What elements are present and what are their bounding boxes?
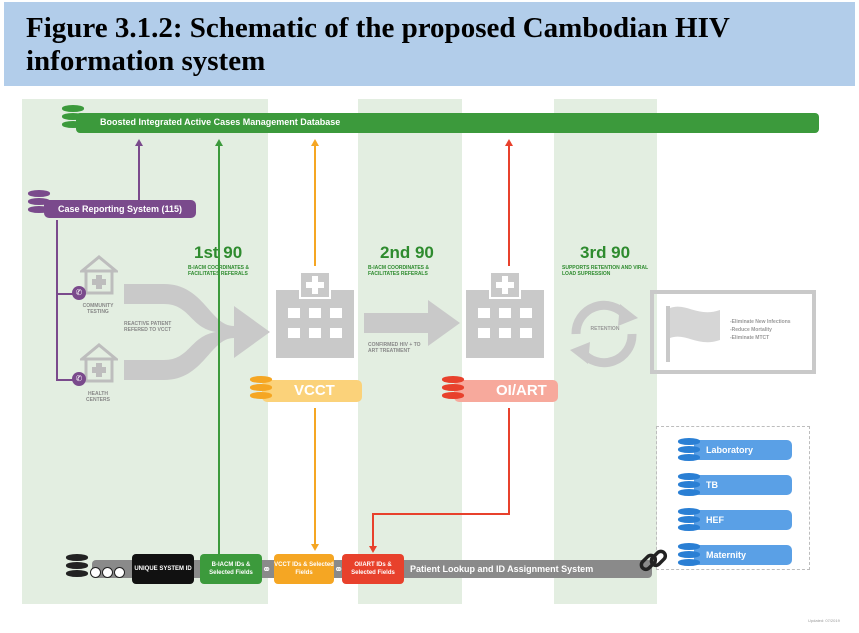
flag-icon [662,302,724,364]
hospital-icon [272,268,358,360]
oiart-bar [454,380,558,402]
cycle-icon [566,296,642,372]
purple-connector [56,293,78,295]
arrow-icon [311,139,319,146]
ring-icon [102,567,113,578]
chain-link-icon: ⚭ [262,564,272,576]
vcct-label: VCCT [294,382,335,399]
arrow-icon [124,276,270,386]
biacm-id-box: B-IACM IDs & Selected Fields [200,554,262,584]
orange-connector [314,146,316,266]
goals-box [650,290,816,374]
second-90-note: B-IACM COORDINATES & FACILITATES REFERAL… [368,265,430,277]
retention-label: RETENTION [590,326,620,332]
database-icon [66,554,88,578]
service-tb-label: TB [706,480,718,490]
figure-title: Figure 3.1.2: Schematic of the proposed … [26,12,730,77]
phone-icon: ✆ [72,372,86,386]
hospital-icon [462,268,548,360]
band-left [22,99,268,604]
database-icon [678,473,700,497]
database-icon [678,508,700,532]
lookup-label: Patient Lookup and ID Assignment System [410,564,594,574]
ring-icon [90,567,101,578]
database-icon [442,376,464,400]
vcct-bar [262,380,362,402]
red-connector [372,513,510,515]
goals-list: -Eliminate New Infections -Reduce Mortal… [730,318,791,342]
purple-connector [138,145,140,200]
first-90-note: B-IACM COORDINATES & FACILITATES REFERAL… [188,265,250,277]
database-icon [678,543,700,567]
red-connector [372,513,374,549]
database-icon [678,438,700,462]
goal-item: -Reduce Mortality [730,327,772,333]
red-connector [508,408,510,514]
service-tb [694,475,792,495]
red-connector [508,146,510,266]
updated-note: Updated: 07/2019 [808,618,840,623]
clinic-icon [77,343,121,383]
goal-item: -Eliminate New Infections [730,319,791,325]
service-maternity [694,545,792,565]
main-database-label: Boosted Integrated Active Cases Manageme… [100,117,341,127]
reactive-patient-label: REACTIVE PATIENT REFERED TO VCCT [124,321,188,333]
purple-connector [56,379,78,381]
arrow-icon [369,546,377,553]
case-reporting-bar [44,200,196,218]
arrow-icon [364,300,460,346]
health-centers-label: HEALTH CENTERS [86,391,110,403]
database-icon [28,190,50,214]
band-second [358,99,462,604]
arrow-icon [135,139,143,146]
service-maternity-label: Maternity [706,550,747,560]
oiart-id-box: OI/ART IDs & Selected Fields [342,554,404,584]
goal-item: -Eliminate MTCT [730,335,770,341]
arrow-icon [215,139,223,146]
service-laboratory [694,440,792,460]
ring-icon [114,567,125,578]
title-bar [4,2,855,86]
band-third [554,99,657,604]
vcct-id-box: VCCT IDs & Selected Fields [274,554,334,584]
orange-connector [314,408,316,548]
database-icon [250,376,272,400]
second-90-heading: 2nd 90 [380,243,434,262]
purple-connector [56,220,58,380]
arrow-icon [311,544,319,551]
services-box [656,426,810,570]
clinic-icon [77,255,121,295]
main-database-bar [76,113,819,133]
case-reporting-label: Case Reporting System (115) [58,204,183,214]
third-90-heading: 3rd 90 [580,243,631,262]
chain-link-icon: ⚭ [334,564,344,576]
service-hef [694,510,792,530]
community-testing-label: COMMUNITY TESTING [82,303,114,315]
third-90-note: SUPPORTS RETENTION AND VIRAL LOAD SUPRES… [562,265,649,277]
database-icon [62,105,84,129]
chain-link-icon [638,546,668,576]
service-hef-label: HEF [706,515,724,525]
green-connector [218,146,220,556]
service-laboratory-label: Laboratory [706,445,754,455]
transfer-label: CONFIRMED HIV + TO ART TREATMENT [368,342,421,354]
phone-icon: ✆ [72,286,86,300]
oiart-label: OI/ART [496,382,547,399]
arrow-icon [505,139,513,146]
unique-id-box: UNIQUE SYSTEM ID [132,554,194,584]
